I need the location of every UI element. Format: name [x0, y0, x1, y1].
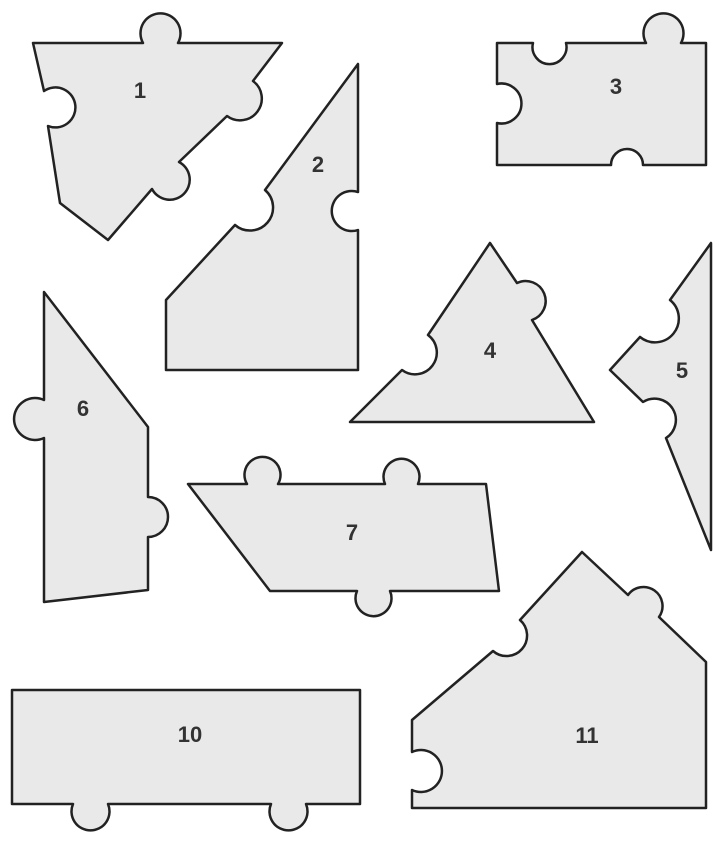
puzzle-piece-3: 3	[497, 13, 706, 165]
piece-label-5: 5	[676, 358, 688, 383]
piece-label-7: 7	[346, 520, 358, 545]
piece-label-10: 10	[178, 722, 202, 747]
puzzle-piece-6: 6	[14, 292, 168, 602]
puzzle-piece-4: 4	[350, 243, 594, 422]
puzzle-piece-10: 10	[12, 690, 360, 830]
piece-label-2: 2	[312, 152, 324, 177]
piece-label-11: 11	[575, 723, 598, 748]
piece-label-1: 1	[134, 78, 146, 103]
piece-label-6: 6	[77, 396, 89, 421]
piece-label-4: 4	[484, 338, 497, 363]
puzzle-piece-7: 7	[188, 457, 499, 616]
puzzle-piece-5: 5	[610, 243, 711, 550]
piece-label-3: 3	[610, 74, 622, 99]
puzzle-piece-1: 1	[33, 13, 282, 240]
